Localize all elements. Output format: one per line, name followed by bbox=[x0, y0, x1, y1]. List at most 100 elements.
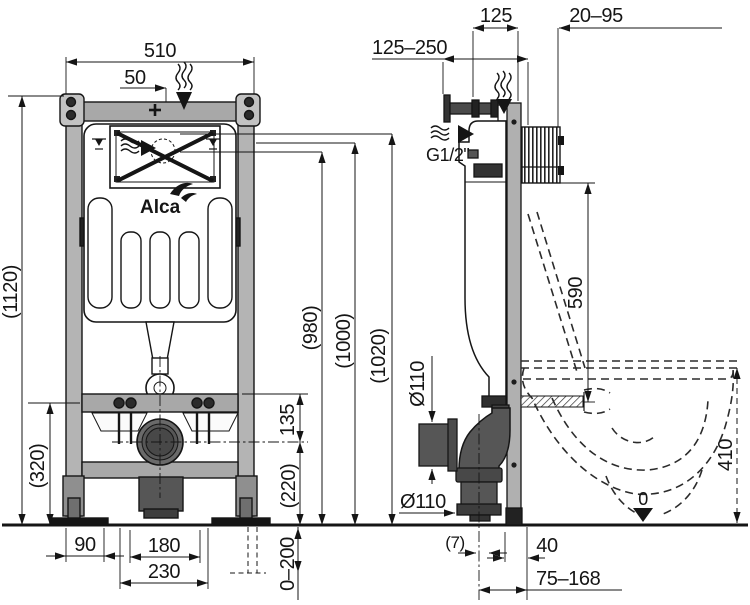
foot-right-inner bbox=[239, 497, 253, 520]
plate-bolt bbox=[511, 119, 517, 125]
toilet-pedestal bbox=[605, 475, 643, 517]
front-view-symbols bbox=[92, 61, 308, 498]
heat-waves-icon bbox=[181, 61, 187, 89]
dim-label-220: (220) bbox=[278, 464, 300, 509]
cistern-rib bbox=[207, 197, 233, 309]
outlet-socket-lip bbox=[143, 508, 179, 519]
fill-valve bbox=[473, 163, 503, 178]
outlet-step bbox=[469, 514, 491, 522]
mounting-stud bbox=[113, 397, 125, 409]
toilet-bowl-inner bbox=[551, 397, 709, 471]
toilet-inlet bbox=[583, 408, 611, 415]
right-rail bbox=[237, 95, 255, 517]
dim-label-2095: 20–95 bbox=[569, 5, 623, 27]
dim-label-d110-side: Ø110 bbox=[407, 361, 429, 407]
heat-waves-icon bbox=[120, 148, 140, 154]
down-arrow-icon bbox=[496, 99, 512, 114]
actuator-clip bbox=[558, 136, 564, 145]
heat-waves-icon bbox=[120, 138, 140, 144]
dimensions bbox=[8, 24, 741, 600]
bird-icon bbox=[170, 182, 193, 196]
water-level-icon bbox=[206, 138, 220, 150]
top-bar bbox=[65, 101, 255, 122]
dimension-labels: 510 50 (1120) (320) 135 (220) (980) (100… bbox=[0, 5, 737, 591]
fill-valve-stem bbox=[467, 149, 479, 159]
dim-label-320: (320) bbox=[27, 444, 49, 489]
heat-waves-icon bbox=[494, 72, 500, 100]
datum-marker bbox=[633, 508, 653, 522]
dim-label-135: 135 bbox=[277, 404, 299, 436]
drain-elbow bbox=[458, 407, 511, 471]
brand-logo-text: Alca bbox=[140, 197, 181, 218]
dim-label-410: 410 bbox=[715, 439, 737, 471]
dim-label-980: (980) bbox=[300, 306, 322, 351]
brand-logo: Alca bbox=[140, 182, 197, 218]
dim-label-75168: 75–168 bbox=[536, 568, 601, 590]
support-bracket bbox=[182, 412, 239, 432]
dim-label-125: 125 bbox=[480, 5, 512, 27]
toilet-bowl-swirl bbox=[611, 427, 656, 444]
right-arrow-icon bbox=[141, 140, 156, 156]
flush-valve-circle bbox=[150, 138, 176, 164]
outlet-socket bbox=[138, 476, 184, 512]
corner-bolt bbox=[65, 109, 77, 121]
toilet-outline bbox=[521, 211, 737, 517]
dim-label-7: (7) bbox=[445, 533, 465, 552]
plate-bolt bbox=[511, 379, 517, 385]
cistern-side bbox=[458, 120, 507, 399]
cistern-rib bbox=[149, 231, 171, 309]
mounting-stud bbox=[203, 397, 215, 409]
front-view-frame bbox=[49, 93, 271, 526]
flush-pipe-side bbox=[520, 395, 584, 408]
left-rail bbox=[65, 95, 83, 517]
dim-label-g12: G1/2" bbox=[426, 145, 469, 165]
base-plate-right bbox=[211, 517, 271, 526]
window-cross bbox=[116, 131, 214, 183]
heat-waves-icon bbox=[506, 72, 512, 100]
heat-waves-icon bbox=[430, 125, 450, 131]
dim-label-datum: 0 bbox=[638, 489, 648, 509]
plate-foot bbox=[505, 507, 523, 526]
down-arrow-icon bbox=[176, 92, 192, 110]
side-view bbox=[418, 70, 585, 600]
toilet-flush-channel bbox=[527, 213, 578, 373]
dim-label-125250: 125–250 bbox=[372, 37, 447, 59]
heat-waves-icon bbox=[430, 135, 450, 141]
heat-waves-icon bbox=[175, 63, 181, 91]
heat-waves-icon bbox=[430, 130, 450, 136]
corner-bolt bbox=[243, 96, 255, 108]
cistern-rib bbox=[87, 197, 113, 309]
dim-label-1000: (1000) bbox=[333, 313, 355, 368]
foot-left-inner bbox=[67, 497, 81, 520]
supply-pipe bbox=[478, 102, 492, 115]
supply-pipe bbox=[449, 102, 473, 115]
sleeve-fitting-body bbox=[418, 423, 450, 467]
frame-plate bbox=[506, 102, 522, 518]
dim-label-50: 50 bbox=[124, 67, 146, 89]
actuator-box bbox=[521, 126, 561, 184]
supply-nut bbox=[471, 99, 480, 118]
dim-label-230: 230 bbox=[148, 561, 180, 583]
dim-label-d110-bottom: Ø110 bbox=[400, 491, 446, 513]
base-plate-left bbox=[49, 517, 109, 526]
plate-bolt bbox=[511, 462, 517, 468]
supply-nut bbox=[490, 99, 499, 118]
dim-label-1120: (1120) bbox=[0, 265, 22, 319]
dim-label-90: 90 bbox=[74, 534, 96, 556]
heat-waves-icon bbox=[120, 143, 140, 149]
dim-label-0200: 0–200 bbox=[277, 537, 299, 591]
flush-funnel bbox=[145, 321, 175, 361]
dim-label-510: 510 bbox=[144, 40, 176, 62]
toilet-pedestal bbox=[659, 469, 703, 516]
dim-label-180: 180 bbox=[148, 535, 180, 557]
toilet-rim-line bbox=[523, 368, 734, 380]
cistern-rib bbox=[178, 231, 200, 309]
heat-waves-icon bbox=[500, 70, 506, 98]
heat-waves-icon bbox=[187, 63, 193, 91]
sleeve-fitting-flange bbox=[447, 418, 458, 472]
bird-icon bbox=[181, 193, 197, 202]
toilet-flush-channel bbox=[536, 211, 586, 369]
supply-flange bbox=[443, 94, 451, 123]
